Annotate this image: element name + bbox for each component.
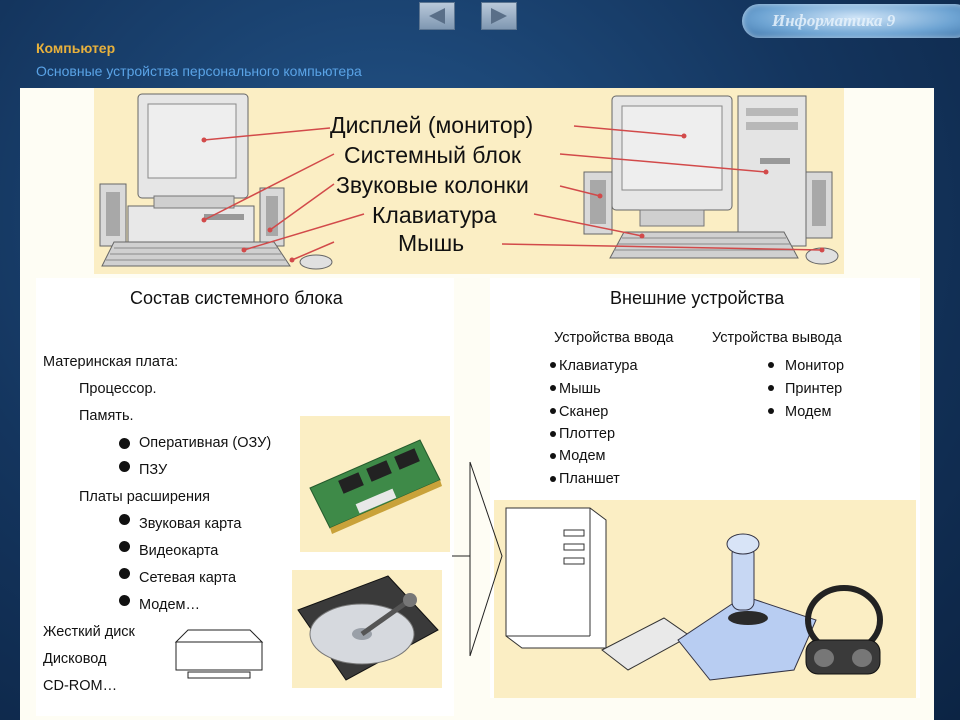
label-speakers: Звуковые колонки [336,172,529,198]
system-unit-panel: Состав системного блока Материнская плат… [36,278,454,716]
input-item-tablet: Планшет [559,471,620,487]
external-devices-panel: Внешние устройства Устройства ввода Устр… [490,278,920,698]
bullet-icon [550,453,556,459]
peripherals-icon [505,507,883,681]
input-item-scanner: Сканер [559,404,609,420]
bullet-icon [550,385,556,391]
bullet-icon [550,362,556,368]
pc-illustration-banner: Дисплей (монитор) Системный блок Звуковы… [94,88,844,274]
bullet-icon [119,514,130,525]
expansion-item-sound: Звуковая карта [139,516,242,532]
input-item-mouse: Мышь [559,381,601,397]
input-item-keyboard: Клавиатура [559,358,638,374]
bullet-icon [768,385,774,391]
motherboard-label: Материнская плата: [43,354,179,370]
external-devices-heading: Внешние устройства [610,288,785,308]
bullet-icon [550,408,556,414]
bullet-icon [119,595,130,606]
cdrom-label: CD-ROM… [43,678,118,694]
label-system-unit: Системный блок [344,142,521,168]
ram-module-icon [309,439,442,534]
ram-module-image [300,416,450,552]
input-item-modem: Модем [559,448,606,464]
hard-disk-image [292,570,442,688]
memory-label: Память. [79,408,134,424]
expansion-item-modem: Модем… [139,597,200,613]
prev-slide-button[interactable] [419,2,455,30]
slide-content: Дисплей (монитор) Системный блок Звуковы… [20,88,934,720]
output-item-modem: Модем [785,404,832,420]
pc-illustration-left [99,93,839,270]
triangle-left-icon [429,8,445,24]
expansion-item-network: Сетевая карта [139,570,237,586]
label-mouse: Мышь [398,230,465,256]
floppy-drive-icon [174,629,264,679]
output-item-monitor: Монитор [785,358,845,374]
label-display: Дисплей (монитор) [330,112,534,138]
bullet-icon [119,568,130,579]
course-logo-text: Информатика 9 [772,11,896,30]
triangle-right-icon [491,8,507,24]
memory-item-ram: Оперативная (ОЗУ) [139,435,272,451]
connector-arrow-icon [452,461,503,657]
bullet-icon [550,476,556,482]
next-slide-button[interactable] [481,2,517,30]
bullet-icon [550,431,556,437]
hard-disk-icon [297,575,439,681]
course-logo: Информатика 9 [742,4,960,38]
hdd-label: Жесткий диск [43,624,135,640]
page-title: Компьютер [36,40,116,56]
page-subtitle: Основные устройства персонального компью… [36,63,362,79]
fdd-label: Дисковод [43,651,107,667]
expansion-item-video: Видеокарта [139,543,219,559]
bullet-icon [119,438,130,449]
bullet-icon [119,461,130,472]
output-devices-heading: Устройства вывода [712,330,842,346]
cpu-label: Процессор. [79,381,157,397]
input-item-plotter: Плоттер [559,426,616,442]
bullet-icon [768,362,774,368]
bullet-icon [768,408,774,414]
output-item-printer: Принтер [785,381,843,397]
peripherals-image [494,500,916,698]
bullet-icon [119,541,130,552]
system-unit-heading: Состав системного блока [130,288,343,308]
memory-item-rom: ПЗУ [139,462,168,478]
input-devices-heading: Устройства ввода [554,330,674,346]
expansion-label: Платы расширения [79,489,210,505]
label-keyboard: Клавиатура [372,202,497,228]
